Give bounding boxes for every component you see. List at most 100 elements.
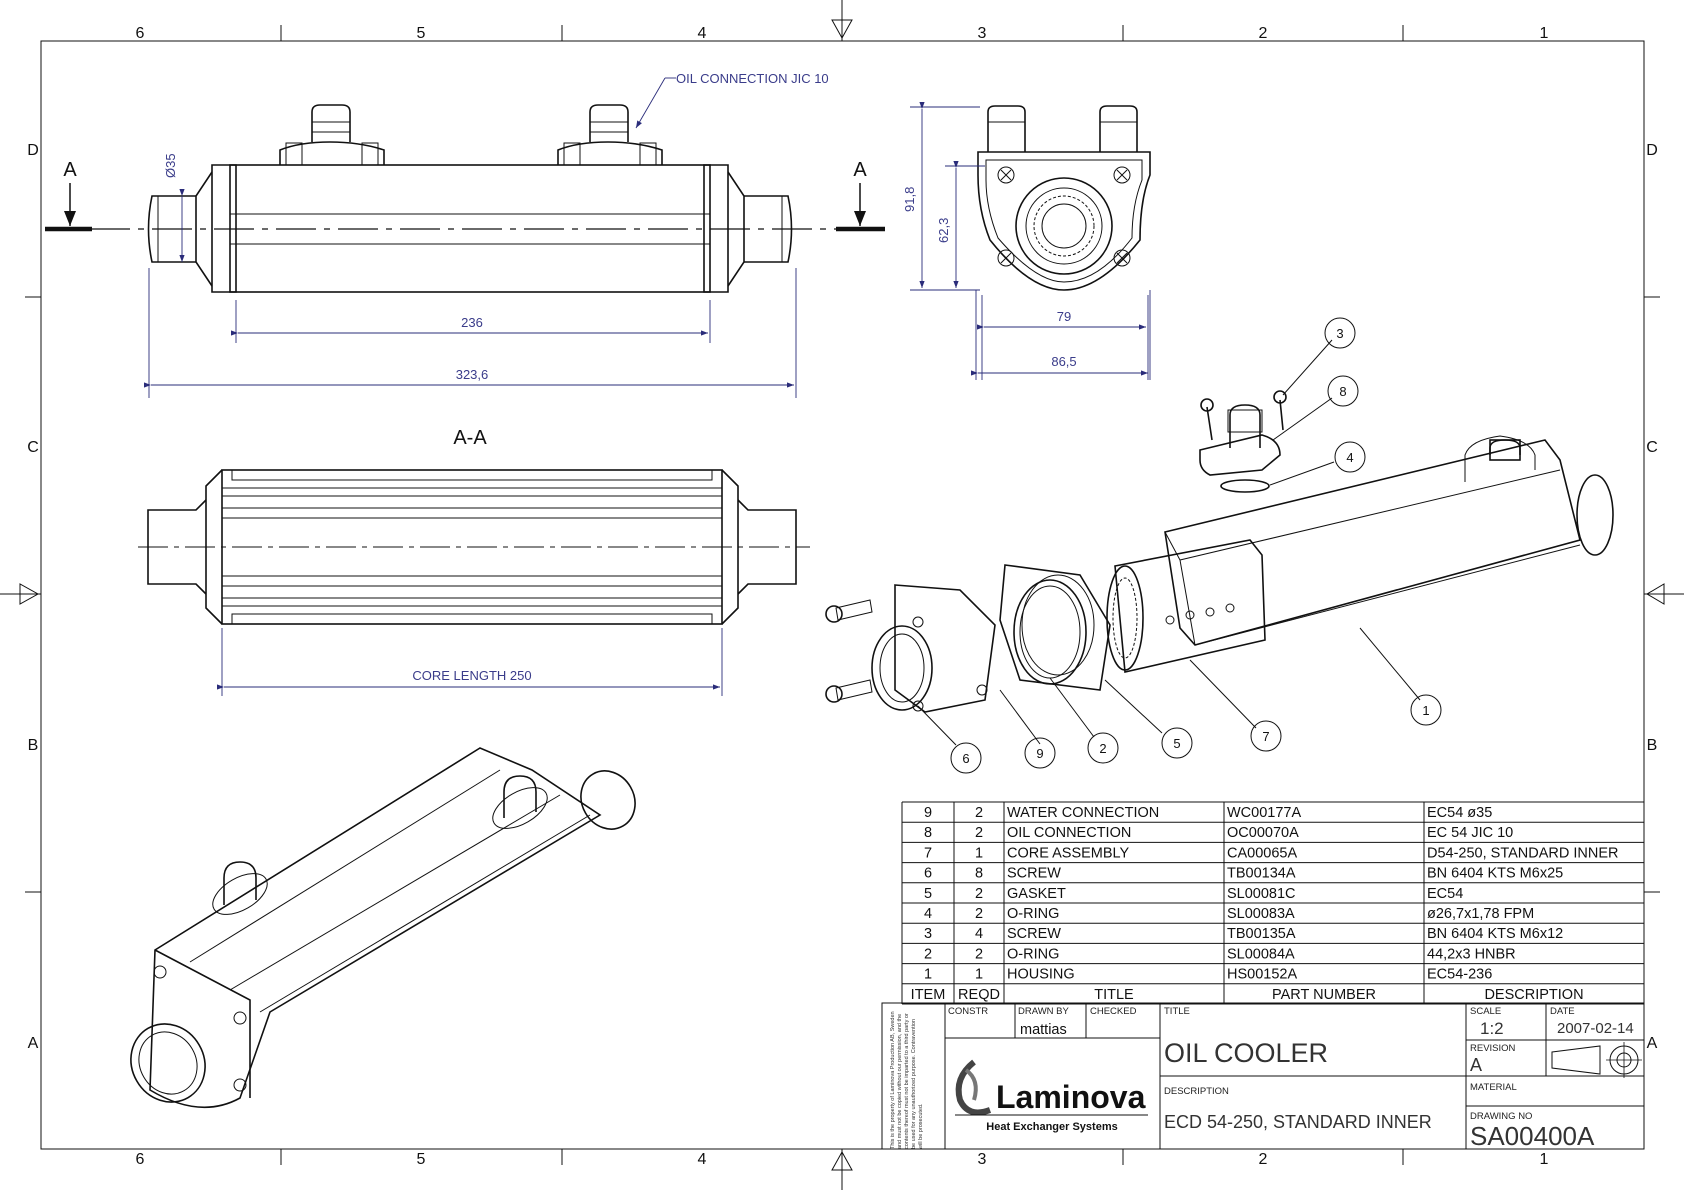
bom-item: 6 xyxy=(924,866,932,882)
bom-description: EC54-236 xyxy=(1427,967,1492,983)
col-label-4-bottom: 4 xyxy=(698,1151,707,1168)
dim-core-length: CORE LENGTH 250 xyxy=(412,668,531,683)
bom-title: O-RING xyxy=(1007,946,1059,962)
bom-title: O-RING xyxy=(1007,906,1059,922)
bom-part-number: SL00084A xyxy=(1227,946,1295,962)
bom-part-number: WC00177A xyxy=(1227,805,1301,821)
bom-part-number: HS00152A xyxy=(1227,967,1297,983)
bom-description: ø26,7x1,78 FPM xyxy=(1427,906,1534,922)
col-label-2-top: 2 xyxy=(1259,25,1268,42)
col-label-6-top: 6 xyxy=(136,25,145,42)
bom-part-number: CA00065A xyxy=(1227,845,1297,861)
bom-reqd: 2 xyxy=(975,906,983,922)
bom-reqd: 2 xyxy=(975,946,983,962)
laminova-logo: Laminova Heat Exchanger Systems xyxy=(955,1059,1148,1133)
drawing-title: OIL COOLER xyxy=(1164,1038,1328,1068)
bom-header-reqd: REQD xyxy=(958,987,1000,1003)
bom-title: WATER CONNECTION xyxy=(1007,805,1159,821)
bom-reqd: 1 xyxy=(975,967,983,983)
svg-text:be used for any unauthorized p: be used for any unauthorized purpose. Co… xyxy=(911,1019,917,1149)
col-label-3-bottom: 3 xyxy=(978,1151,987,1168)
row-label-d-left: D xyxy=(27,142,39,159)
bom-item: 8 xyxy=(924,825,932,841)
bom-reqd: 2 xyxy=(975,886,983,902)
bom-item: 3 xyxy=(924,926,932,942)
projection-symbol xyxy=(1551,1042,1642,1078)
oil-connection-callout: OIL CONNECTION JIC 10 xyxy=(676,71,829,86)
title-label: TITLE xyxy=(1164,1006,1190,1017)
section-view: A-A CORE LENGTH 250 xyxy=(138,427,810,696)
svg-text:and must not be copied without: and must not be copied without our permi… xyxy=(897,1014,903,1149)
bom-item: 2 xyxy=(924,946,932,962)
bom-reqd: 8 xyxy=(975,866,983,882)
balloon-7: 7 xyxy=(1262,729,1269,744)
row-label-a-right: A xyxy=(1647,1035,1658,1052)
section-marker-left: A xyxy=(63,159,77,181)
title-block: CONSTR DRAWN BY mattias CHECKED TITLE OI… xyxy=(881,1002,1645,1151)
exploded-view: 3 8 4 1 7 5 2 9 6 xyxy=(825,317,1614,774)
constr-label: CONSTR xyxy=(948,1006,988,1017)
bom-description: BN 6404 KTS M6x12 xyxy=(1427,926,1563,942)
drawing-description: ECD 54-250, STANDARD INNER xyxy=(1164,1112,1432,1132)
bom-part-number: TB00135A xyxy=(1227,926,1296,942)
section-title: A-A xyxy=(453,427,487,449)
bom-reqd: 4 xyxy=(975,926,983,942)
date-label: DATE xyxy=(1550,1006,1575,1017)
col-label-3-top: 3 xyxy=(978,25,987,42)
bom-description: BN 6404 KTS M6x25 xyxy=(1427,866,1563,882)
bom-item: 7 xyxy=(924,845,932,861)
bom-item: 4 xyxy=(924,906,932,922)
company-name: Laminova xyxy=(996,1079,1146,1115)
svg-text:contents thereof must not be i: contents thereof must not be imparted to… xyxy=(904,1013,910,1149)
side-view: 91,8 62,3 79 86,5 xyxy=(902,101,1151,380)
svg-text:will be prosecuted.: will be prosecuted. xyxy=(918,1103,924,1150)
company-subtitle: Heat Exchanger Systems xyxy=(986,1121,1117,1133)
bom-title: HOUSING xyxy=(1007,967,1075,983)
row-label-d-right: D xyxy=(1646,142,1658,159)
bom-title: SCREW xyxy=(1007,866,1061,882)
bom-reqd: 2 xyxy=(975,825,983,841)
section-marker-right: A xyxy=(853,159,867,181)
balloon-1: 1 xyxy=(1422,703,1429,718)
bom-title: SCREW xyxy=(1007,926,1061,942)
bom-item: 5 xyxy=(924,886,932,902)
row-label-a-left: A xyxy=(28,1035,39,1052)
description-label: DESCRIPTION xyxy=(1164,1086,1229,1097)
col-label-1-bottom: 1 xyxy=(1540,1151,1549,1168)
col-label-5-bottom: 5 xyxy=(417,1151,426,1168)
svg-text:This is the property of Lamino: This is the property of Laminova Product… xyxy=(890,1011,896,1149)
bom-description: EC54 ø35 xyxy=(1427,805,1492,821)
drawn-by-value: mattias xyxy=(1020,1022,1067,1038)
bom-reqd: 2 xyxy=(975,805,983,821)
bom-header-title: TITLE xyxy=(1094,987,1134,1003)
dim-dia35: Ø35 xyxy=(163,153,178,178)
revision-value: A xyxy=(1470,1055,1482,1075)
dim-62-3: 62,3 xyxy=(936,218,951,243)
row-label-b-left: B xyxy=(28,737,39,754)
drawn-by-label: DRAWN BY xyxy=(1018,1006,1070,1017)
date-value: 2007-02-14 xyxy=(1557,1020,1634,1037)
col-label-2-bottom: 2 xyxy=(1259,1151,1268,1168)
bom-description: EC54 xyxy=(1427,886,1463,902)
balloon-9: 9 xyxy=(1036,746,1043,761)
balloon-3: 3 xyxy=(1336,326,1343,341)
bom-item: 9 xyxy=(924,805,932,821)
revision-label: REVISION xyxy=(1470,1043,1516,1054)
col-label-1-top: 1 xyxy=(1540,25,1549,42)
bom-description: 44,2x3 HNBR xyxy=(1427,946,1516,962)
bom-header-item: ITEM xyxy=(911,987,946,1003)
balloon-5: 5 xyxy=(1173,736,1180,751)
balloon-4: 4 xyxy=(1346,450,1353,465)
scale-label: SCALE xyxy=(1470,1006,1501,1017)
checked-label: CHECKED xyxy=(1090,1006,1137,1017)
bom-part-number: OC00070A xyxy=(1227,825,1299,841)
bom-title: GASKET xyxy=(1007,886,1066,902)
bom-part-number: TB00134A xyxy=(1227,866,1296,882)
balloon-2: 2 xyxy=(1099,741,1106,756)
balloon-6: 6 xyxy=(962,751,969,766)
row-label-c-right: C xyxy=(1646,439,1658,456)
dim-91-8: 91,8 xyxy=(902,187,917,212)
bom-header-description: DESCRIPTION xyxy=(1484,987,1583,1003)
material-label: MATERIAL xyxy=(1470,1082,1517,1093)
